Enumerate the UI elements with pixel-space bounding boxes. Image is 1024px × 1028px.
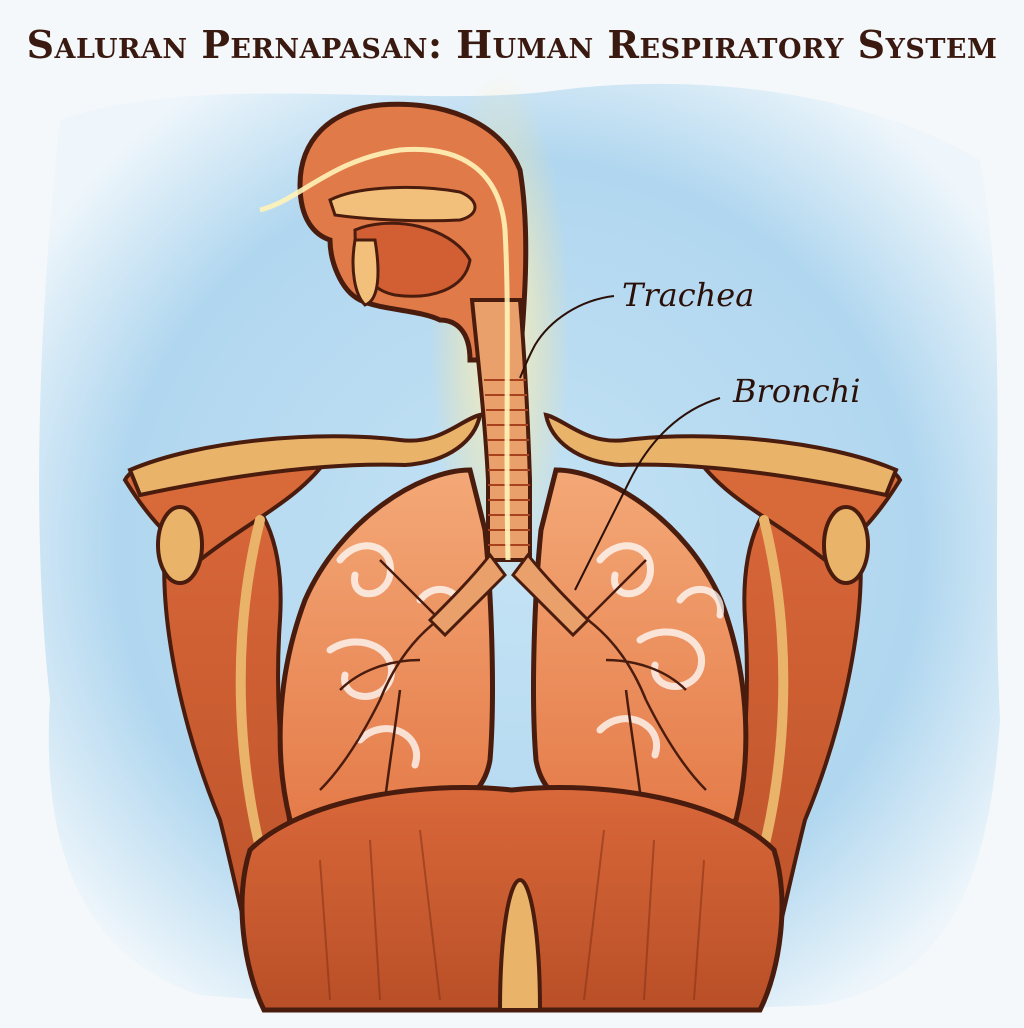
left-shoulder-joint: [156, 505, 204, 585]
air-swirls: [326, 542, 724, 769]
spine-opening: [497, 877, 543, 1012]
trachea-leader-line: [519, 295, 615, 379]
diagram-title: Saluran Pernapasan: Human Respiratory Sy…: [26, 22, 998, 67]
airflow-stream: [259, 146, 511, 561]
right-main-bronchus: [511, 552, 591, 638]
bronchi-leader-line: [574, 397, 721, 591]
trachea-label: Trachea: [622, 276, 755, 314]
right-clavicle: [543, 412, 899, 498]
jaw-bone: [351, 238, 380, 307]
bronchi-label: Bronchi: [733, 372, 861, 410]
bronchial-tree-right: [555, 559, 707, 801]
diaphragm-striations: [319, 829, 705, 1001]
nasal-cavity: [328, 185, 477, 223]
right-shoulder-joint: [822, 505, 870, 585]
left-main-bronchus: [427, 552, 507, 638]
left-clavicle: [127, 412, 483, 498]
